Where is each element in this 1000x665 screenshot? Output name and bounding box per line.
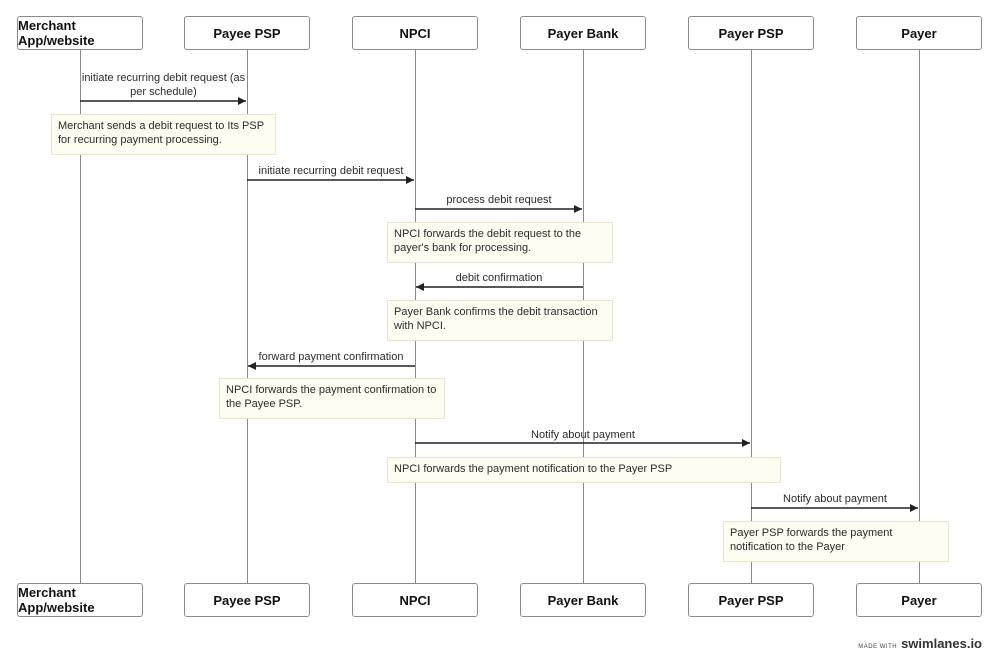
message-label-2: initiate recurring debit request — [258, 165, 404, 177]
participant-payer-bottom: Payer — [856, 583, 982, 617]
note-payer-psp-forwards: Payer PSP forwards the payment notificat… — [723, 521, 949, 562]
participant-payer-psp-top: Payer PSP — [688, 16, 814, 50]
made-with-text: MADE WITH — [858, 644, 898, 650]
message-label-4: debit confirmation — [455, 272, 543, 284]
message-label-3: process debit request — [446, 194, 552, 206]
note-npci-forwards-debit: NPCI forwards the debit request to the p… — [387, 222, 613, 263]
swimlanes-credit[interactable]: MADE WITH swimlanes.io — [858, 636, 982, 651]
participant-payee-psp-top: Payee PSP — [184, 16, 310, 50]
note-merchant-request: Merchant sends a debit request to Its PS… — [51, 114, 276, 155]
participant-merchant-bottom: Merchant App/website — [17, 583, 143, 617]
participant-payer-bank-top: Payer Bank — [520, 16, 646, 50]
lifeline-payer — [919, 50, 920, 583]
participant-npci-bottom: NPCI — [352, 583, 478, 617]
participant-payer-psp-bottom: Payer PSP — [688, 583, 814, 617]
lifeline-payee-psp — [247, 50, 248, 583]
lifeline-payer-psp — [751, 50, 752, 583]
message-label-1: initiate recurring debit request (as per… — [81, 72, 246, 98]
message-label-6: Notify about payment — [531, 429, 635, 441]
message-label-7: Notify about payment — [783, 493, 887, 505]
swimlanes-brand: swimlanes.io — [901, 636, 982, 651]
note-payer-bank-confirms: Payer Bank confirms the debit transactio… — [387, 300, 613, 341]
participant-payer-top: Payer — [856, 16, 982, 50]
note-npci-forwards-confirmation: NPCI forwards the payment confirmation t… — [219, 378, 445, 419]
lifeline-merchant — [80, 50, 81, 583]
note-npci-forwards-notification: NPCI forwards the payment notification t… — [387, 457, 781, 483]
participant-merchant-top: Merchant App/website — [17, 16, 143, 50]
message-label-5: forward payment confirmation — [258, 351, 404, 363]
participant-payee-psp-bottom: Payee PSP — [184, 583, 310, 617]
participant-npci-top: NPCI — [352, 16, 478, 50]
participant-payer-bank-bottom: Payer Bank — [520, 583, 646, 617]
